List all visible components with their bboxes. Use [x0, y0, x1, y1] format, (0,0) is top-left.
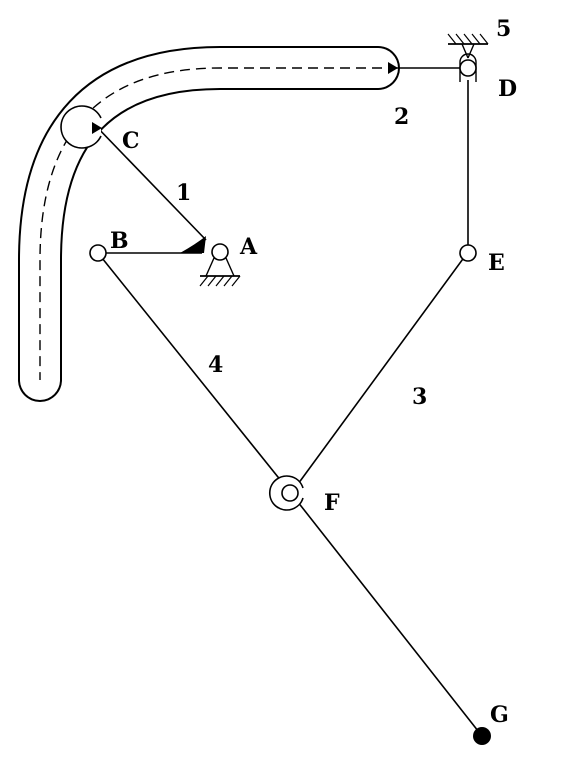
link-3 — [297, 251, 469, 485]
link-4 — [97, 252, 291, 493]
label-link-1: 1 — [176, 180, 191, 206]
label-E: E — [488, 250, 505, 276]
slider-block-C — [60, 105, 102, 149]
slot-weld-mark — [388, 62, 398, 74]
ground-pivot-A — [199, 243, 241, 287]
link-4-extension — [289, 491, 483, 737]
label-D: D — [498, 76, 517, 102]
label-C: C — [122, 128, 140, 154]
joint-F — [269, 475, 304, 511]
label-link-4: 4 — [208, 352, 223, 378]
label-F: F — [324, 490, 340, 516]
label-link-2: 2 — [394, 104, 409, 130]
label-B: B — [110, 228, 129, 254]
joint-B — [89, 244, 107, 262]
label-A: A — [239, 234, 258, 260]
joint-E — [459, 244, 477, 262]
label-frame-5: 5 — [496, 16, 511, 42]
link-1 — [93, 123, 207, 241]
label-G: G — [490, 702, 509, 728]
label-link-3: 3 — [412, 384, 427, 410]
weld-at-A — [180, 236, 206, 253]
frame-pivot-D — [447, 33, 489, 82]
point-G — [473, 727, 491, 745]
